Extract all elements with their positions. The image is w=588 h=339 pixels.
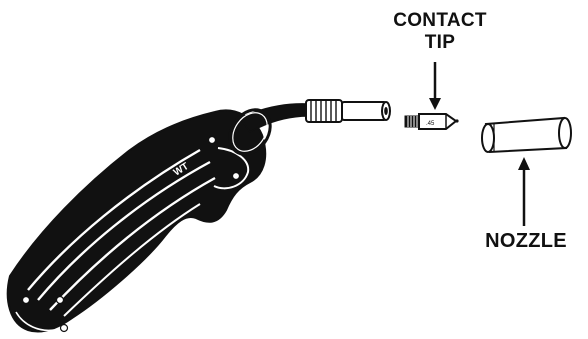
gun-handle: WT xyxy=(8,110,265,331)
screw xyxy=(233,173,240,180)
contact-tip-arrow xyxy=(429,62,441,110)
nozzle-body xyxy=(486,118,566,152)
screw xyxy=(61,325,68,332)
diffuser-body xyxy=(342,102,386,120)
screw xyxy=(57,297,64,304)
contact-tip-body xyxy=(419,114,456,129)
nozzle xyxy=(482,118,571,152)
diffuser-bore xyxy=(384,107,388,115)
screw xyxy=(23,297,30,304)
gas-diffuser xyxy=(306,100,390,122)
contact-tip-label-line1: CONTACT xyxy=(374,10,506,32)
nozzle-rear-ring xyxy=(482,124,494,152)
neck-tube xyxy=(240,104,308,132)
contact-tip-mark: .45 xyxy=(426,121,435,127)
nozzle-arrow xyxy=(518,157,530,226)
screw xyxy=(209,137,216,144)
nozzle-opening xyxy=(559,118,571,148)
contact-tip-label-line2: TIP xyxy=(374,32,506,54)
contact-tip: .45 xyxy=(405,114,459,129)
contact-tip-label: CONTACT TIP xyxy=(374,10,506,54)
handle-body xyxy=(8,110,265,331)
nozzle-label: NOZZLE xyxy=(468,230,584,252)
